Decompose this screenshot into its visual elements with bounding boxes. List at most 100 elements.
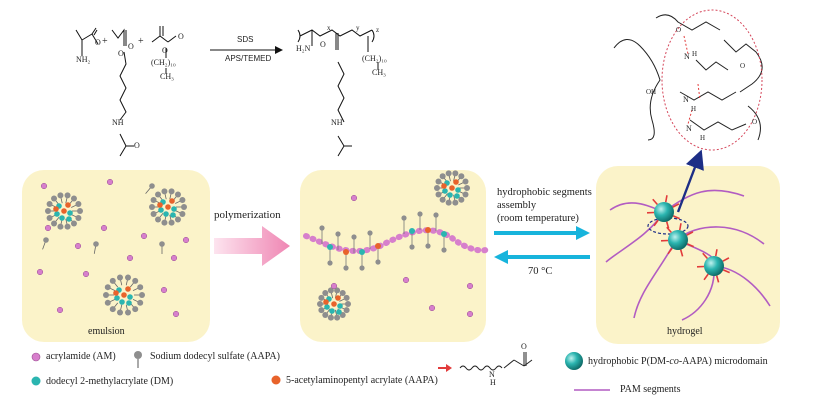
- legend-microdomain-label: hydrophobic P(DM-co-AAPA) microdomain: [588, 356, 768, 367]
- poly-o-label: O: [320, 40, 326, 49]
- am-monomer: [170, 254, 178, 262]
- surfactant-head: [343, 307, 350, 314]
- surfactant-head: [343, 294, 350, 301]
- dm-monomer: [455, 187, 461, 193]
- aapa-unit: [425, 227, 431, 233]
- surfactant-head: [458, 196, 465, 203]
- surfactant-head: [462, 191, 469, 198]
- surfactant-head: [317, 301, 323, 307]
- aapa-unit: [375, 243, 381, 249]
- surfactant-head: [125, 274, 132, 281]
- reaction-scheme: [75, 26, 379, 157]
- dm-monomer: [324, 304, 330, 310]
- hbond-spike: [653, 219, 659, 227]
- surfactant-head: [150, 197, 157, 204]
- surfactant-head: [322, 311, 329, 318]
- catalyst-sds-label: SDS: [237, 35, 254, 44]
- plus-sign-2: +: [138, 36, 144, 47]
- hbond-spike: [672, 215, 680, 220]
- legend-side-group-swatch: [438, 352, 533, 372]
- legend-microdomain-prefix: hydrophobic P(DM-: [588, 356, 670, 367]
- surfactant-head: [318, 307, 325, 314]
- hbond-spike: [664, 195, 668, 203]
- hbond-o2: O: [740, 62, 746, 70]
- surfactant-head: [452, 199, 459, 206]
- surfactant-molecule: [43, 237, 49, 243]
- aapa-monomer: [441, 183, 447, 189]
- dm-monomer: [336, 309, 342, 315]
- am-monomer: [36, 268, 44, 276]
- surfactant-head: [179, 197, 186, 204]
- surfactant-head: [70, 220, 77, 227]
- surfactant-head: [334, 287, 341, 294]
- dm-unit: [359, 249, 365, 255]
- am-monomer: [100, 224, 108, 232]
- dm-monomer-structure: [151, 26, 177, 74]
- surfactant-head: [64, 192, 71, 199]
- hbond-spike: [686, 231, 694, 236]
- dm-monomer: [454, 193, 460, 199]
- hbond-spike: [715, 275, 720, 283]
- aapa-monomer: [331, 301, 337, 307]
- surfactant-head: [445, 199, 452, 206]
- am-monomer: [428, 304, 436, 312]
- surfactant-head: [64, 223, 71, 230]
- side-chain-head: [433, 212, 439, 218]
- surfactant-head: [137, 299, 144, 306]
- legend-microdomain-co: co: [669, 356, 679, 367]
- hbond-spike: [667, 247, 673, 255]
- side-chain-head: [359, 265, 365, 271]
- reverse-heat-arrow: [494, 250, 590, 264]
- legend-pam-label: PAM segments: [620, 384, 681, 395]
- surfactant-head: [327, 314, 334, 321]
- hbond-spike: [702, 252, 708, 260]
- hydrogel-panel: [596, 166, 780, 344]
- legend-microdomain-suffix: -AAPA) microdomain: [678, 356, 768, 367]
- hbond-h2: H: [691, 105, 697, 113]
- dm-unit: [441, 231, 447, 237]
- am-o-label: O: [95, 38, 101, 47]
- aapa-monomer: [53, 206, 59, 212]
- am-monomer: [74, 242, 82, 250]
- side-chain-head: [319, 225, 325, 231]
- am-monomer: [126, 254, 134, 262]
- assembly-label-line1: hydrophobic segments: [497, 187, 592, 198]
- zoom-pointer-arrow: [676, 149, 704, 213]
- surfactant-head: [150, 210, 157, 217]
- surfactant-head: [155, 216, 162, 223]
- surfactant-head: [104, 299, 111, 306]
- side-chain-head: [417, 211, 423, 217]
- catalyst-aps-label: APS/TEMED: [225, 54, 272, 63]
- hbond-n3: N: [686, 124, 692, 133]
- surfactant-head: [51, 220, 58, 227]
- legend-am-label: acrylamide (AM): [46, 351, 116, 362]
- acrylamide-structure: [75, 27, 99, 56]
- plus-sign-1: +: [102, 36, 108, 47]
- dm-monomer: [67, 210, 73, 216]
- surfactant-head: [464, 185, 470, 191]
- aapa-monomer: [169, 198, 175, 204]
- hbond-spike: [686, 243, 694, 248]
- emulsion-panel: [22, 170, 210, 342]
- legend-side-n: N: [489, 370, 495, 379]
- side-chain-head: [409, 244, 415, 250]
- surfactant-head: [46, 201, 53, 208]
- aapa-monomer: [121, 292, 127, 298]
- assembly-forward-arrow: [494, 226, 590, 240]
- assembly-label-line2: assembly: [497, 200, 537, 211]
- surfactant-head: [139, 292, 145, 298]
- am-monomer: [44, 224, 52, 232]
- surfactant-head: [75, 201, 82, 208]
- am-monomer: [160, 286, 168, 294]
- assembly-label-line3: (room temperature): [497, 213, 579, 224]
- poly-x-label: x: [327, 24, 331, 32]
- surfactant-head: [109, 306, 116, 313]
- side-chain-head: [343, 265, 349, 271]
- surfactant-head: [161, 219, 168, 226]
- hbond-spike: [665, 221, 670, 229]
- dm-chain-label: (CH₂)₁₀: [151, 58, 176, 67]
- hbond-spike: [672, 203, 680, 208]
- surfactant-molecule: [159, 241, 165, 247]
- hbond-h3: H: [700, 134, 706, 142]
- surfactant-head: [51, 195, 58, 202]
